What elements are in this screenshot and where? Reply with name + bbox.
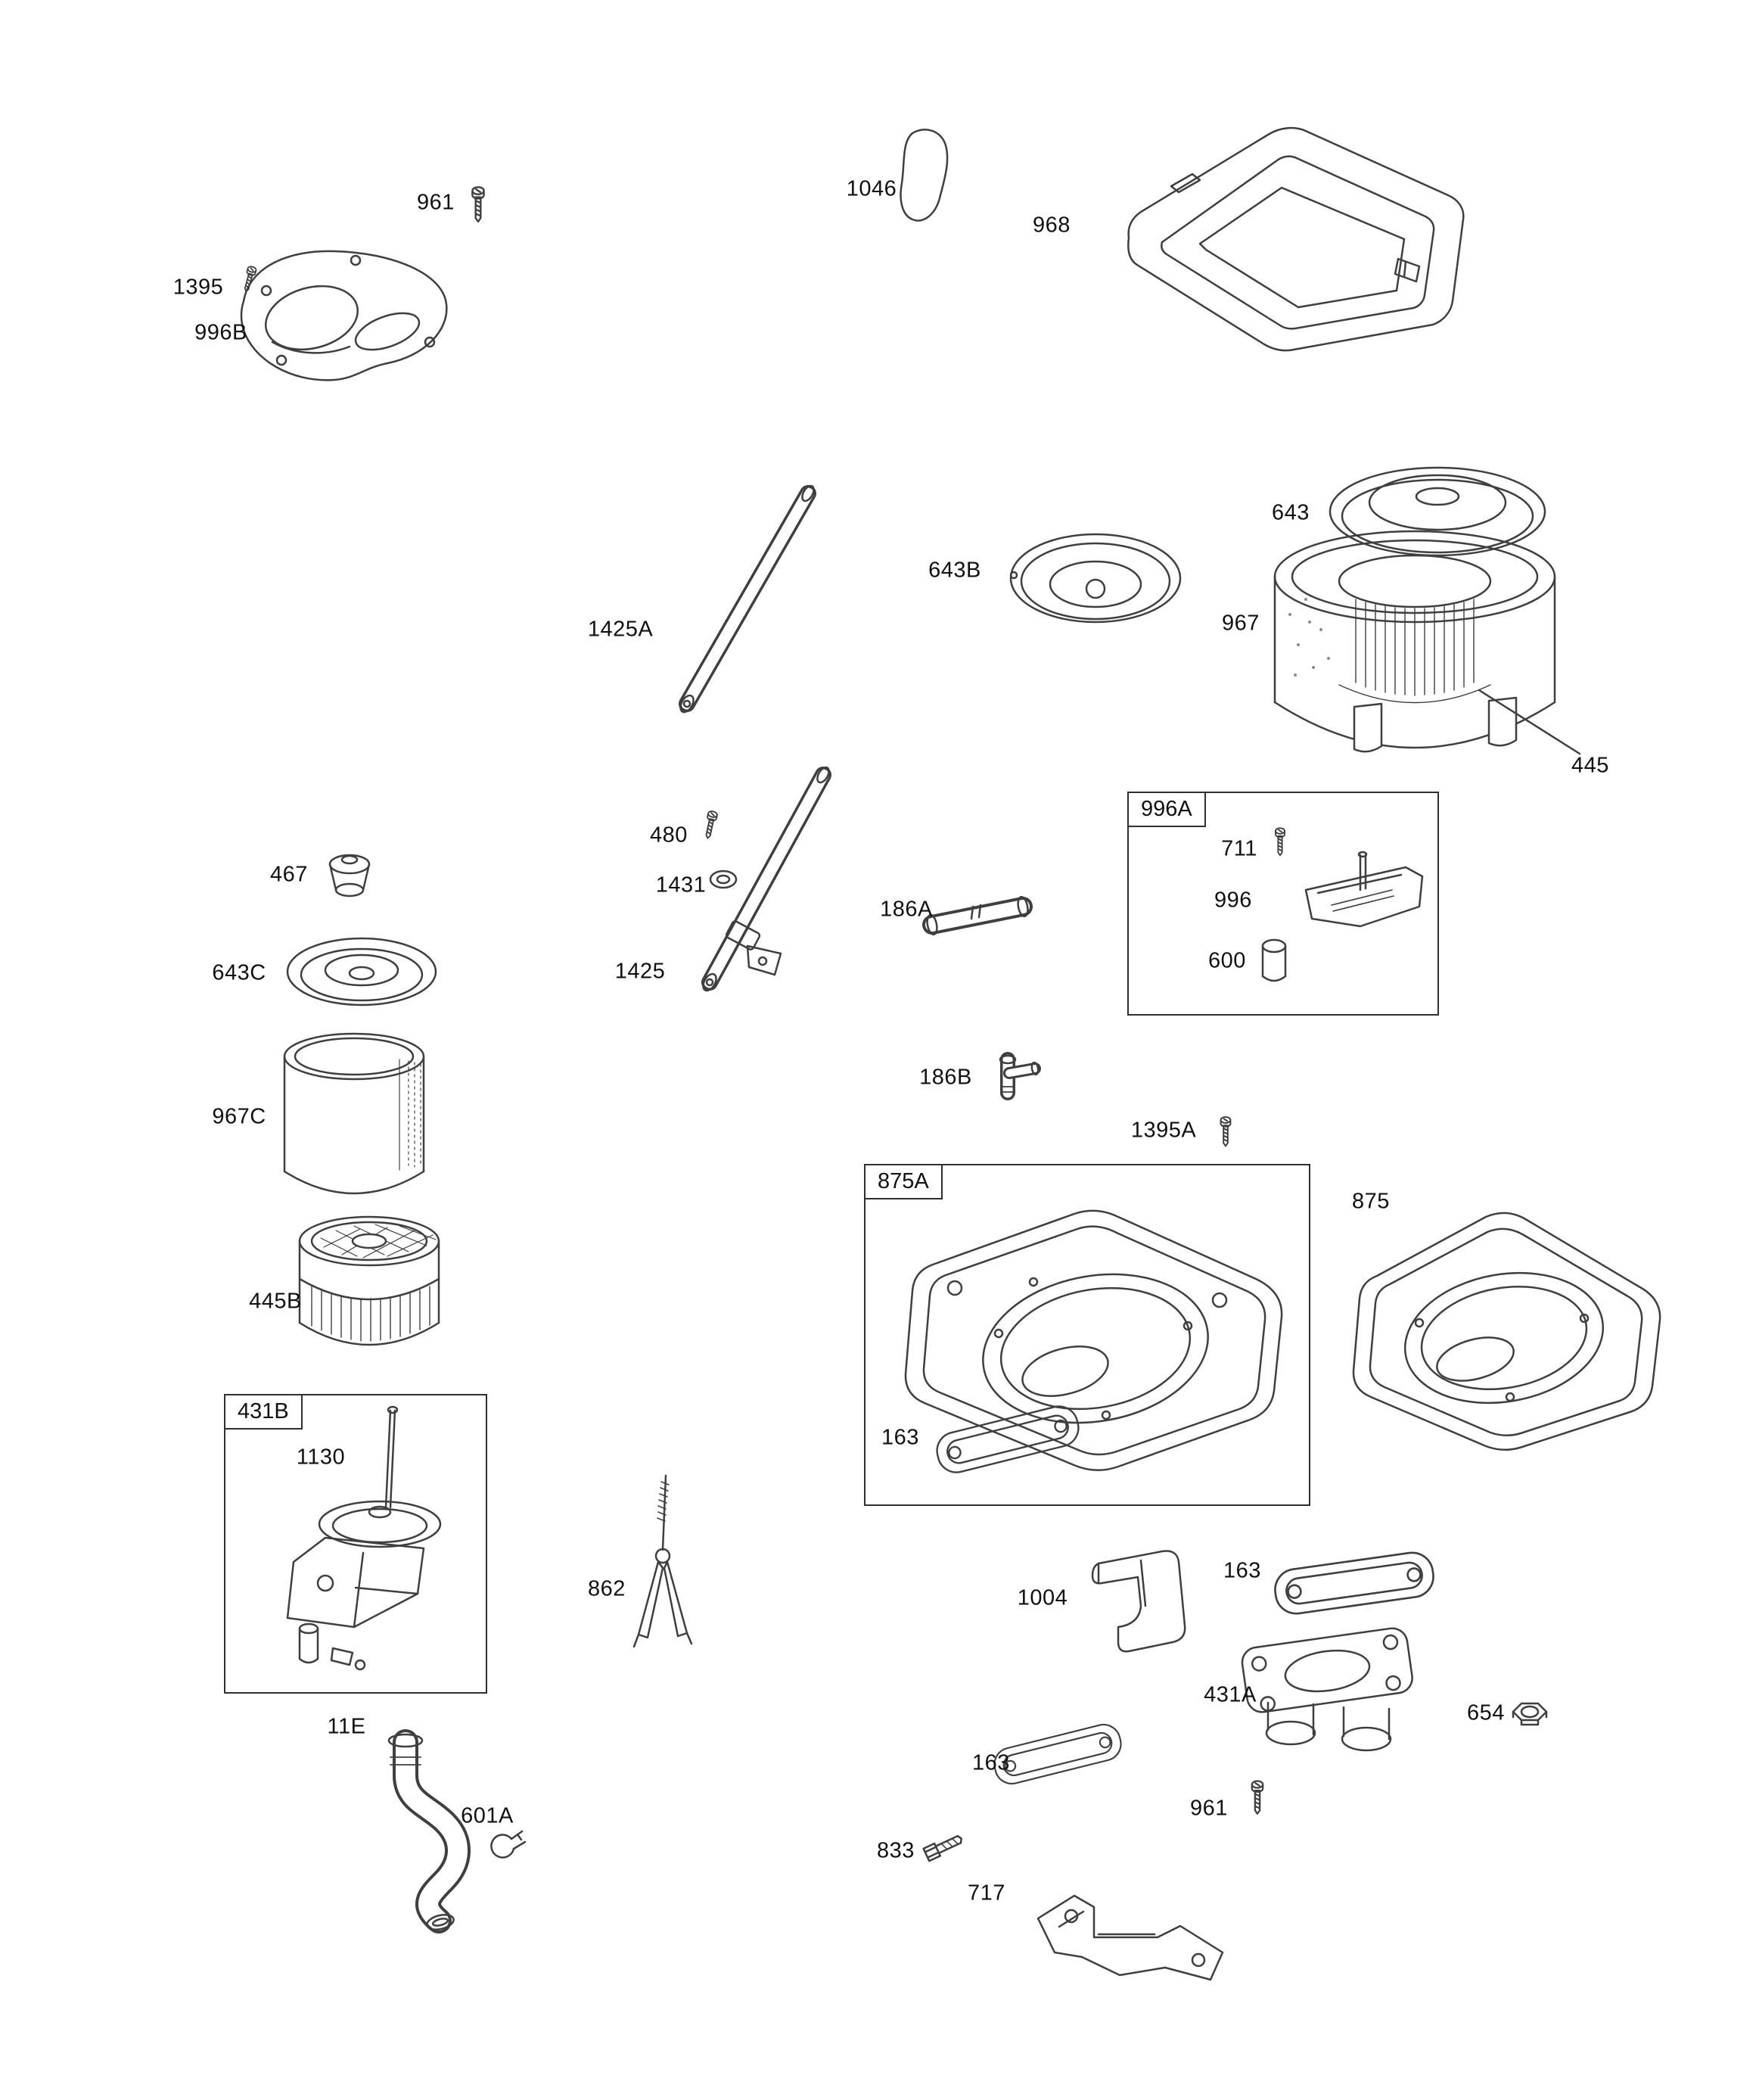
callout-961-top: 961	[417, 190, 455, 215]
group-label-996A: 996A	[1127, 792, 1206, 827]
part-467-knob	[328, 854, 371, 898]
part-431A-manifold	[1241, 1627, 1413, 1752]
callout-996B: 996B	[194, 320, 247, 345]
part-1046-grip	[900, 129, 949, 222]
callout-1425A: 1425A	[587, 617, 654, 642]
callout-996: 996	[1214, 888, 1252, 913]
part-654-nut	[1512, 1702, 1548, 1726]
callout-862: 862	[588, 1576, 626, 1601]
callout-445B: 445B	[249, 1289, 302, 1314]
callout-467: 467	[270, 862, 308, 887]
callout-431A: 431A	[1204, 1682, 1257, 1707]
callout-11E: 11E	[327, 1714, 366, 1739]
part-833-bolt	[922, 1834, 962, 1862]
part-1130-carburetor	[286, 1405, 442, 1671]
callout-717: 717	[968, 1881, 1005, 1906]
callout-480: 480	[650, 823, 688, 848]
callout-654: 654	[1467, 1700, 1505, 1725]
callout-961-bottom: 961	[1190, 1796, 1228, 1821]
part-643-filter-top	[1329, 466, 1546, 557]
callout-1395A: 1395A	[1130, 1118, 1197, 1143]
callout-445: 445	[1571, 753, 1609, 778]
callout-643C: 643C	[212, 960, 266, 985]
callout-1046: 1046	[846, 176, 897, 201]
part-601A-clamp	[490, 1830, 527, 1859]
part-480-screw	[702, 810, 719, 840]
part-961-screw-bottom	[1251, 1780, 1264, 1815]
callout-875: 875	[1352, 1189, 1390, 1214]
callout-711: 711	[1221, 836, 1257, 861]
callout-1004: 1004	[1017, 1585, 1068, 1610]
part-643C-filter-cap	[286, 937, 437, 1006]
callout-163-c: 163	[972, 1750, 1010, 1775]
callout-163-a: 163	[881, 1425, 919, 1450]
callout-186B: 186B	[919, 1065, 972, 1090]
group-box-875A: 875A	[864, 1164, 1310, 1506]
part-1425A-tube	[679, 484, 816, 714]
callout-163-b: 163	[1223, 1558, 1261, 1583]
group-box-431B: 431B	[224, 1394, 487, 1694]
callout-643: 643	[1272, 500, 1310, 525]
part-186A-tube-fitting	[922, 895, 1033, 936]
part-11E-breather-tube	[387, 1729, 471, 1934]
part-163-gasket-c	[990, 1720, 1126, 1788]
group-box-996A: 996A	[1127, 792, 1439, 1016]
part-186B-elbow-fitting	[999, 1052, 1041, 1100]
callout-967: 967	[1222, 611, 1260, 636]
callout-601A: 601A	[461, 1803, 514, 1828]
part-600-spacer	[1261, 938, 1287, 982]
part-967-canister	[1273, 530, 1556, 753]
part-967C-filter-wrap	[283, 1032, 425, 1195]
callout-186A: 186A	[880, 897, 933, 922]
leader-445	[1478, 689, 1581, 755]
part-1431-washer	[709, 870, 738, 889]
callout-967C: 967C	[212, 1104, 266, 1129]
callout-600: 600	[1208, 948, 1246, 973]
part-1395A-screw	[1220, 1115, 1232, 1147]
part-717-bracket	[1036, 1894, 1224, 1981]
callout-1431: 1431	[655, 873, 707, 898]
part-643B-dish	[1009, 533, 1182, 624]
part-1004-elbow	[1091, 1550, 1186, 1653]
part-163-gasket-b	[1271, 1548, 1437, 1618]
callout-1130: 1130	[296, 1445, 346, 1470]
part-996B-cover-plate	[240, 250, 448, 381]
part-968-cover	[1127, 126, 1465, 352]
part-862-governor-fork	[632, 1474, 693, 1648]
part-1425-tube	[701, 766, 831, 992]
callout-1395: 1395	[172, 275, 224, 300]
callout-833: 833	[877, 1838, 915, 1863]
callout-643B: 643B	[928, 558, 981, 583]
part-961-screw-top	[471, 186, 485, 223]
callout-968: 968	[1033, 213, 1071, 238]
part-875-base-pan	[1352, 1212, 1661, 1451]
part-875A-base-pan	[904, 1209, 1283, 1471]
part-445B-filter-cartridge	[298, 1215, 440, 1346]
group-label-431B: 431B	[224, 1394, 303, 1430]
part-996-cover-plate	[1304, 851, 1424, 928]
callout-1425: 1425	[614, 959, 666, 984]
group-label-875A: 875A	[864, 1164, 943, 1199]
